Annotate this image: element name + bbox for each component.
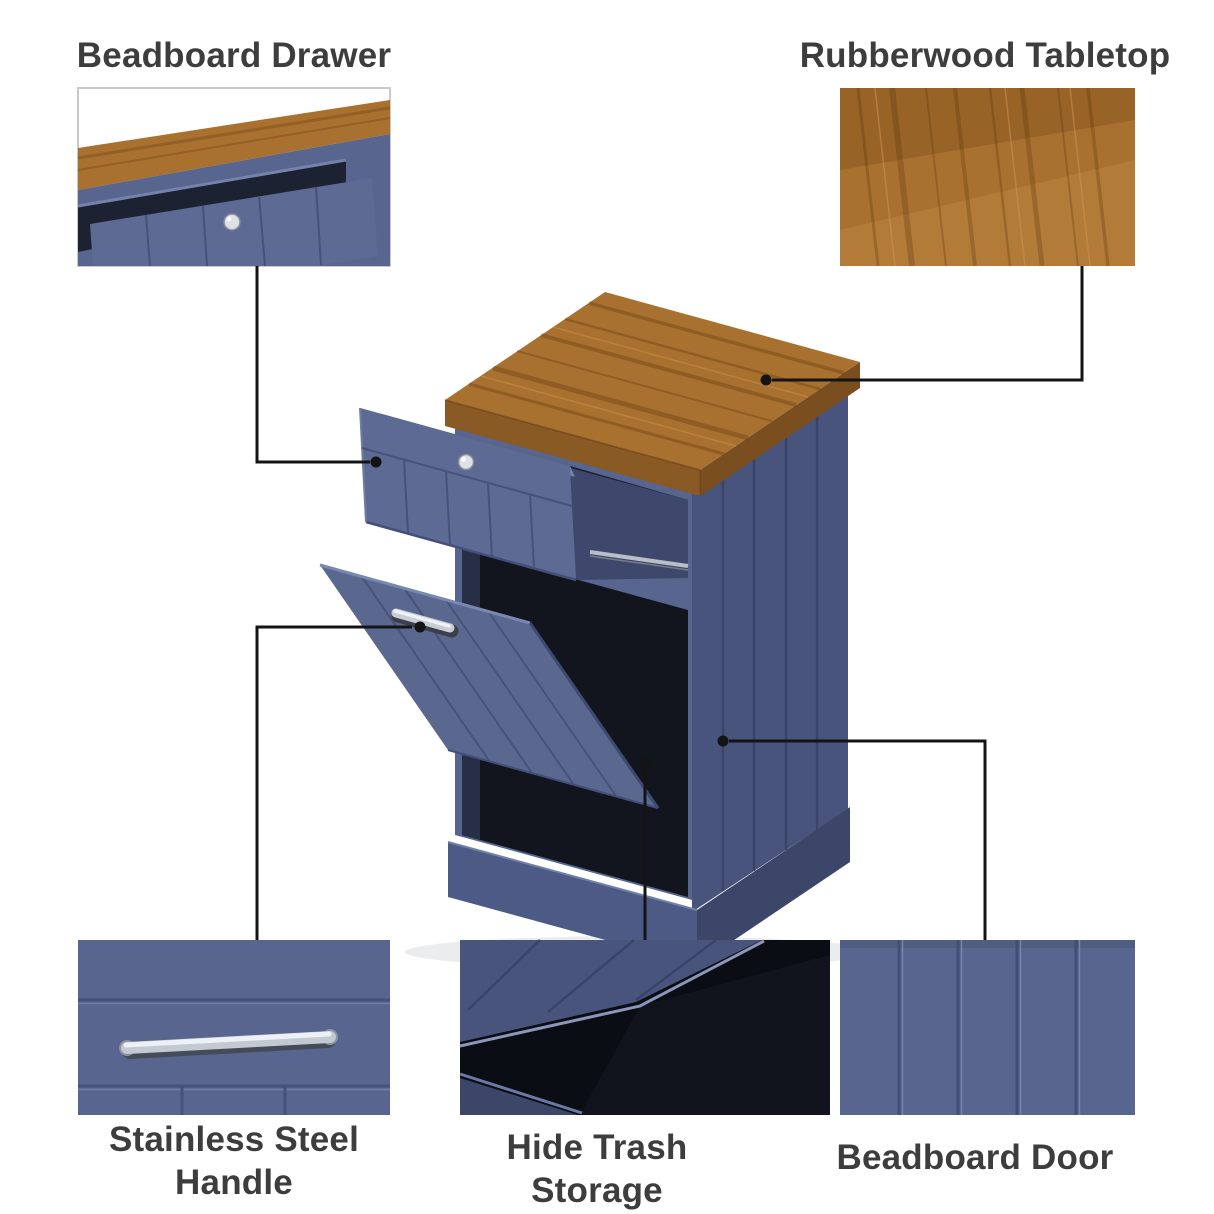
callout-label-hide-trash-storage: Hide Trash Storage	[506, 1128, 688, 1211]
inset-rubberwood-photo	[840, 87, 1135, 267]
callout-label-beadboard-door: Beadboard Door	[836, 1138, 1114, 1177]
drawer-front	[360, 408, 576, 580]
connector-points	[370, 374, 772, 769]
connector-rubberwood-tabletop	[772, 266, 1084, 382]
callout-point-door	[717, 735, 729, 747]
open-drawer	[359, 407, 689, 582]
connector-beadboard-drawer	[255, 266, 370, 464]
inset-drawer-knob	[223, 213, 241, 231]
callout-point-tabletop	[760, 374, 772, 386]
beadboard-side-panel	[692, 387, 848, 912]
callout-label-stainless-steel-handle: Stainless Steel Handle	[108, 1120, 360, 1203]
callout-point-handle	[414, 621, 426, 633]
callout-point-drawer	[370, 456, 382, 468]
inset-beadboard-door-photo	[840, 940, 1135, 1115]
callout-point-trash	[639, 757, 651, 769]
inset-trash-storage-photo	[459, 939, 830, 1115]
inset-handle-photo	[78, 940, 390, 1115]
rubberwood-tabletop	[444, 292, 860, 496]
cabinet-base	[447, 807, 850, 965]
connector-stainless-handle	[255, 625, 412, 940]
cabinet-illustration	[319, 292, 875, 968]
drawer-glide-rail	[589, 550, 689, 568]
stainless-handle	[119, 1029, 338, 1059]
inset-beadboard-drawer-photo	[77, 87, 391, 267]
connector-lines	[255, 266, 1084, 940]
callout-label-rubberwood-tabletop: Rubberwood Tabletop	[799, 36, 1171, 75]
door-handle	[391, 608, 459, 638]
callout-label-beadboard-drawer: Beadboard Drawer	[76, 36, 392, 75]
drawer-knob	[457, 453, 475, 471]
connector-beadboard-door	[729, 739, 987, 940]
